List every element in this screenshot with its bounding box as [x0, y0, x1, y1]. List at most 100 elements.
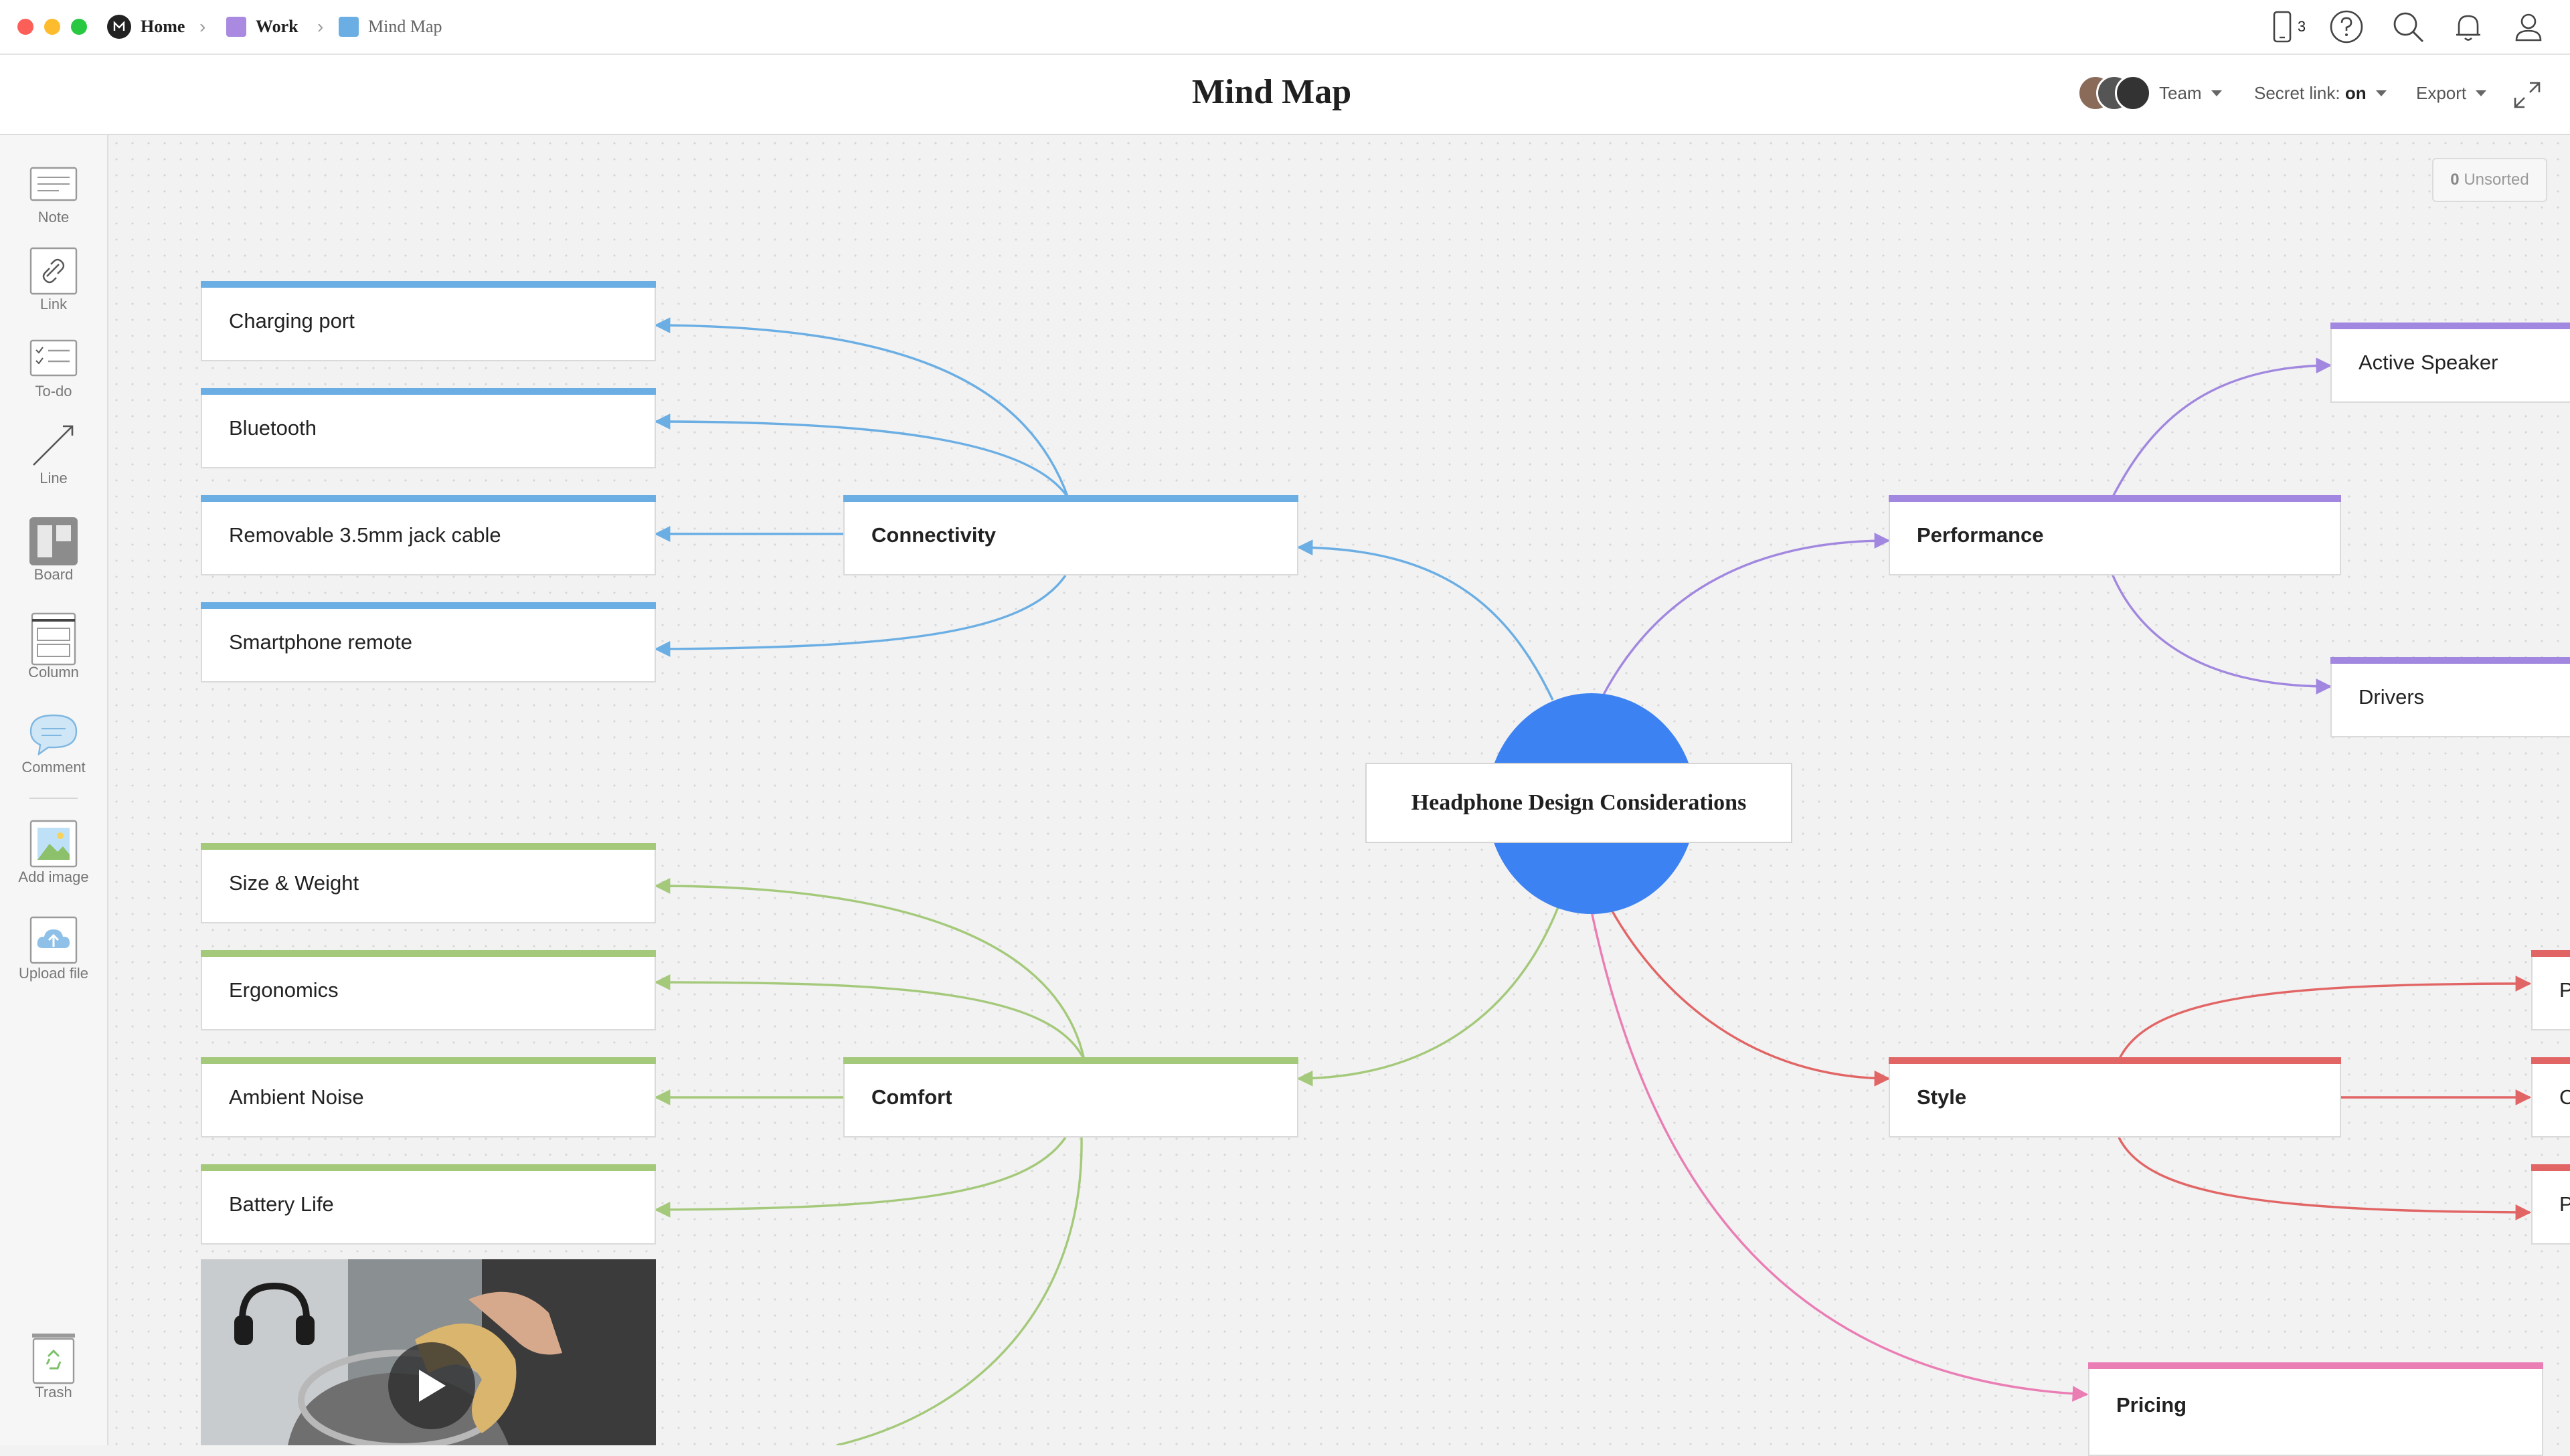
branch-card-style[interactable]: Style — [1889, 1057, 2341, 1138]
note-card[interactable]: P — [2531, 1164, 2570, 1245]
card-color-bar — [2088, 1362, 2543, 1369]
board-icon — [29, 517, 78, 565]
note-card[interactable]: Ergonomics — [201, 950, 656, 1030]
note-card[interactable]: Battery Life — [201, 1164, 656, 1245]
secret-link-button[interactable]: Secret link: on — [2254, 83, 2387, 104]
card-color-bar — [201, 602, 656, 609]
central-node[interactable]: Headphone Design Considerations — [1365, 763, 1792, 843]
todo-tool-label: To-do — [35, 383, 72, 399]
milanote-logo-icon — [107, 15, 131, 39]
board-title-bar: Mind Map Team Secret link: on Export — [0, 55, 2570, 135]
card-color-bar — [201, 495, 656, 502]
bell-icon — [2456, 15, 2480, 41]
link-tool[interactable]: Link — [0, 247, 107, 313]
search-icon — [2393, 12, 2424, 43]
account-button[interactable] — [2510, 8, 2547, 46]
collaborator-avatars[interactable] — [2077, 75, 2151, 111]
todo-icon — [29, 339, 78, 377]
card-color-bar — [2531, 1057, 2570, 1064]
connector-line — [1602, 533, 1891, 695]
card-color-bar — [843, 1057, 1298, 1064]
fullscreen-button[interactable] — [2511, 79, 2543, 111]
note-card[interactable]: Removable 3.5mm jack cable — [201, 495, 656, 575]
avatar — [2115, 75, 2151, 111]
note-card[interactable]: Drivers — [2330, 657, 2570, 737]
team-menu-button[interactable]: Team — [2159, 83, 2222, 104]
breadcrumb-work[interactable]: Work — [226, 13, 298, 40]
window-close-button[interactable] — [17, 19, 33, 35]
add-image-tool[interactable]: Add image — [0, 820, 107, 886]
card-label: Drivers — [2359, 685, 2425, 709]
link-icon — [29, 247, 78, 295]
note-card[interactable]: Charging port — [201, 281, 656, 361]
note-card[interactable]: C — [2531, 1057, 2570, 1138]
connector-line — [1610, 909, 1891, 1087]
branch-card-pricing[interactable]: Pricing — [2088, 1362, 2543, 1456]
breadcrumb-current-label: Mind Map — [368, 17, 442, 36]
card-color-bar — [2330, 657, 2570, 664]
card-label: Bluetooth — [229, 416, 317, 440]
card-color-bar — [2531, 950, 2570, 957]
top-bar: Home › Work › Mind Map 3 — [0, 0, 2570, 55]
chevron-right-icon: › — [317, 16, 324, 37]
notifications-button[interactable] — [2450, 8, 2487, 46]
card-label: Style — [1917, 1085, 1967, 1109]
card-color-bar — [201, 1057, 656, 1064]
branch-card-connectivity[interactable]: Connectivity — [843, 495, 1298, 575]
line-tool-label: Line — [39, 470, 68, 486]
unsorted-count: 0 — [2450, 171, 2460, 189]
page-title[interactable]: Mind Map — [1191, 73, 1352, 111]
unsorted-button[interactable]: 0 Unsorted — [2432, 158, 2547, 202]
window-minimize-button[interactable] — [44, 19, 60, 35]
card-color-bar — [2531, 1164, 2570, 1171]
devices-button[interactable]: 3 — [2262, 8, 2316, 46]
branch-card-comfort[interactable]: Comfort — [843, 1057, 1298, 1138]
card-label: Battery Life — [229, 1192, 334, 1216]
breadcrumb-current[interactable]: Mind Map — [339, 13, 442, 40]
expand-icon — [2514, 82, 2541, 108]
export-menu-button[interactable]: Export — [2416, 83, 2487, 104]
add-image-tool-label: Add image — [18, 869, 89, 885]
card-label: Active Speaker — [2359, 351, 2498, 374]
board-tool-label: Board — [33, 566, 74, 583]
card-label: Smartphone remote — [229, 630, 412, 654]
line-tool[interactable]: Line — [0, 423, 107, 487]
board-color-icon — [226, 17, 246, 37]
phone-icon — [2273, 11, 2292, 43]
card-label: P — [2559, 1192, 2570, 1216]
note-icon — [29, 167, 78, 201]
column-tool[interactable]: Column — [0, 612, 107, 681]
card-color-bar — [2330, 323, 2570, 329]
card-label: Comfort — [871, 1085, 952, 1109]
trash-icon — [32, 1334, 75, 1384]
note-card[interactable]: Size & Weight — [201, 843, 656, 923]
board-tool[interactable]: Board — [0, 517, 107, 583]
help-button[interactable] — [2328, 8, 2365, 46]
trash-tool[interactable]: Trash — [0, 1334, 107, 1401]
comment-tool[interactable]: Comment — [0, 712, 107, 776]
branch-card-performance[interactable]: Performance — [1889, 495, 2341, 575]
card-label: Connectivity — [871, 523, 997, 547]
window-zoom-button[interactable] — [71, 19, 87, 35]
todo-tool[interactable]: To-do — [0, 336, 107, 400]
board-color-icon — [339, 17, 359, 37]
note-card[interactable]: Active Speaker — [2330, 323, 2570, 403]
upload-file-tool[interactable]: Upload file — [0, 916, 107, 982]
breadcrumb-work-label: Work — [256, 17, 298, 36]
export-label: Export — [2416, 83, 2467, 103]
card-label: C — [2559, 1085, 2570, 1109]
video-card[interactable] — [201, 1259, 656, 1445]
note-tool[interactable]: Note — [0, 162, 107, 226]
search-button[interactable] — [2389, 8, 2427, 46]
arrow-line-icon — [33, 425, 74, 466]
note-card[interactable]: Ambient Noise — [201, 1057, 656, 1138]
note-card[interactable]: Smartphone remote — [201, 602, 656, 682]
note-card[interactable]: P — [2531, 950, 2570, 1030]
comment-tool-label: Comment — [21, 759, 86, 776]
play-button[interactable] — [388, 1342, 475, 1429]
note-card[interactable]: Bluetooth — [201, 388, 656, 468]
card-label: Removable 3.5mm jack cable — [229, 523, 501, 547]
breadcrumb-home[interactable]: Home — [107, 13, 185, 40]
card-color-bar — [1889, 495, 2341, 502]
caret-down-icon — [2375, 90, 2387, 96]
